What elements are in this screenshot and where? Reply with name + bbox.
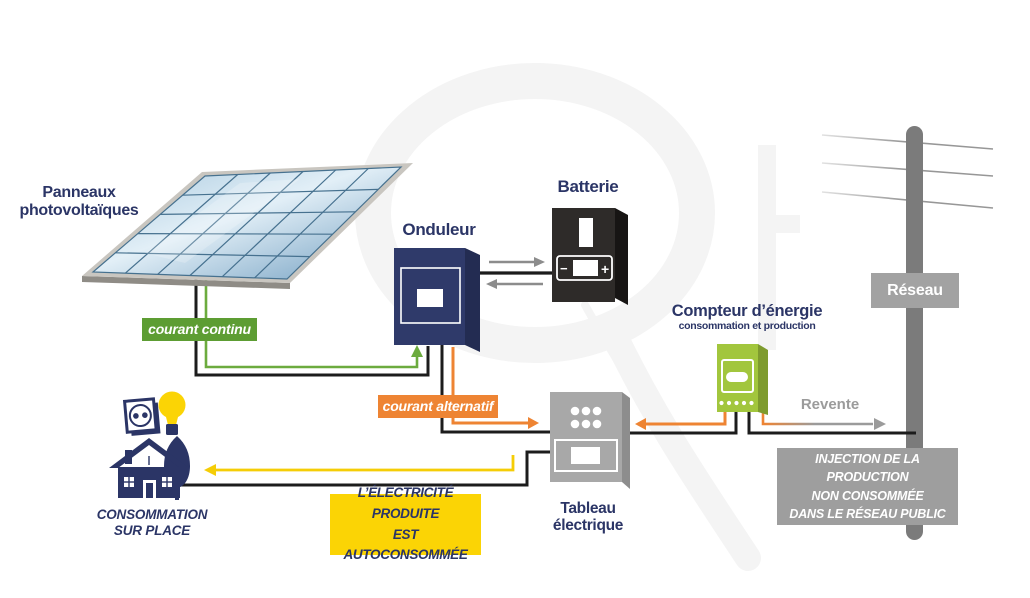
inverter-box [394,248,480,352]
wire-house-black [180,450,554,487]
energy-meter-box [717,344,768,415]
watermark-bar [758,145,776,350]
wire-meter-pole-black [747,410,916,435]
battery-plus: + [601,261,609,277]
self-consumption-line1: L’ÉLECTRICITÉ PRODUITE [357,484,454,521]
panels-label-line2: photovoltaïques [19,201,139,219]
switchboard-box [550,392,630,489]
injection-line3: DANS LE RÉSEAU PUBLIC [789,506,946,521]
arrow-from-battery-head [486,279,497,289]
house-door-panel [146,483,153,498]
onsite-consumption-line2: SUR PLACE [113,522,191,538]
dc-current-tag: courant continu [142,318,257,341]
inverter-side-face [465,248,480,352]
meter-subtitle: consommation et production [678,320,816,333]
battery-side-face [615,208,628,305]
arrow-house-yellow-shaft [216,455,515,472]
battery-terminal-frame [556,255,613,281]
meter-display [726,372,748,382]
outlet-pin-right [142,412,148,418]
panel-grid-lines [115,168,379,279]
switchboard-front-face [550,392,622,482]
onsite-consumption-label: CONSOMMATION SUR PLACE [92,507,212,538]
switchboard-label-line1: Tableau [560,500,616,517]
utility-pole [906,126,923,540]
resale-label: Revente [800,396,860,413]
arrow-meter-switchboard-orange [635,418,646,430]
watermark-tail-thin [581,301,736,539]
arrow-resale-shaft [761,410,873,426]
outlet-ring [128,404,152,428]
bulb-neck [166,417,178,425]
meter-label: Compteur d’énergie consommation et produ… [662,302,832,333]
panels-label: Panneaux photovoltaïques [14,184,144,220]
switchboard-side-face [622,392,630,489]
inverter-display [417,289,443,307]
arrow-dc-green [411,345,423,357]
wire-meter-switchboard-orange [646,410,727,426]
switchboard-display [571,447,600,464]
inverter-label: Onduleur [402,220,476,239]
battery-box: − + [552,208,628,305]
injection-note: INJECTION DE LA PRODUCTION NON CONSOMMÉE… [777,448,958,525]
self-consumption-line2: EST AUTOCONSOMMÉE [343,526,468,563]
switchboard-breaker-dots [570,406,602,429]
meter-display-frame [721,359,754,393]
bulb-globe [158,391,186,419]
meter-title: Compteur d’énergie [671,302,823,320]
battery-terminal-display [573,260,598,276]
outlet-pin-left [133,413,139,419]
panels-label-line1: Panneaux [42,184,116,201]
bulb-base [166,424,178,435]
self-consumption-note: L’ÉLECTRICITÉ PRODUITE EST AUTOCONSOMMÉE [330,485,481,562]
ac-current-tag: courant alternatif [378,395,498,418]
switchboard-display-frame [554,439,618,472]
grid-label: Réseau [871,273,959,308]
wire-ac-orange [451,347,528,425]
switchboard-label: Tableau électrique [538,500,638,535]
house-icon [109,436,190,500]
inverter-display-frame [400,267,461,324]
meter-side-face [758,344,768,415]
onsite-consumption-line1: CONSOMMATION [96,507,208,522]
watermark-ring [355,63,715,363]
injection-line2: NON CONSOMMÉE [811,488,924,503]
panel-edge-thickness [82,276,290,289]
arrow-house-yellow-head [204,464,216,476]
switchboard-label-line2: électrique [552,517,624,535]
power-outlet-icon [122,397,161,436]
arrow-to-battery-head [534,257,545,267]
arrow-resale-head [874,418,886,430]
meter-led-dots [719,400,754,406]
panel-sheen [145,179,300,263]
injection-line1: INJECTION DE LA PRODUCTION [815,452,920,485]
wire-meter-switchboard-black [628,410,738,435]
battery-slot [579,218,593,247]
watermark-bar-arm [776,215,800,233]
battery-label: Batterie [557,177,619,196]
battery-minus: − [560,261,568,276]
solar-panel-graphic [82,163,413,289]
lightbulb-icon [158,391,186,435]
wire-ac-black [440,345,554,434]
arrow-ac-orange [528,417,539,429]
